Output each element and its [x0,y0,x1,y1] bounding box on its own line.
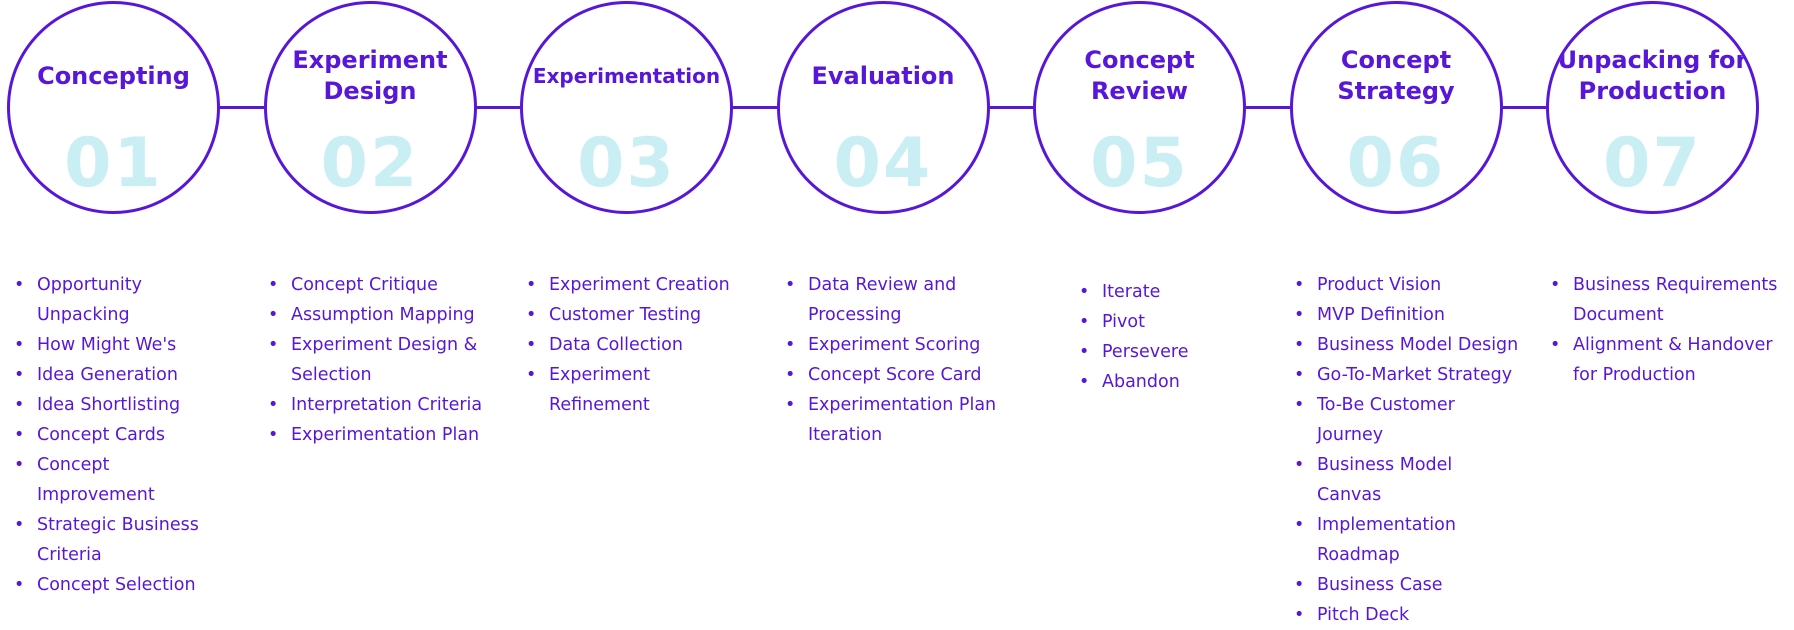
list-item: Concept Cards [14,420,229,450]
list-item: Customer Testing [526,300,741,330]
list-item: Persevere [1079,337,1294,367]
step-items-list: Business Requirements DocumentAlignment … [1550,270,1785,390]
step-items-list: Data Review and ProcessingExperiment Sco… [785,270,1000,450]
connector-line [986,106,1033,109]
list-item: Assumption Mapping [268,300,483,330]
step-number: 05 [1090,124,1189,203]
list-item: Alignment & Handover for Production [1550,330,1785,390]
step-number: 07 [1603,124,1702,203]
list-item: Business Model Canvas [1294,450,1519,510]
step-circle: Concept Review 05 [1033,1,1246,214]
step-circle: Unpacking for Production 07 [1546,1,1759,214]
list-item: Concept Selection [14,570,229,600]
connector-line [217,106,264,109]
step-number: 01 [64,124,163,203]
step-items-list: Opportunity UnpackingHow Might We'sIdea … [14,270,229,600]
connector-line [1499,106,1546,109]
list-item: Implementation Roadmap [1294,510,1519,570]
list-item: Concept Improvement [14,450,229,510]
connector-line [1243,106,1290,109]
step-title: Concepting [37,61,190,90]
list-item: Experiment Refinement [526,360,741,420]
list-item: Opportunity Unpacking [14,270,229,330]
list-item: Idea Shortlisting [14,390,229,420]
list-item: Pitch Deck [1294,600,1519,630]
step-items-list: Product VisionMVP DefinitionBusiness Mod… [1294,270,1519,630]
step-circle: Evaluation 04 [776,1,990,214]
list-item: Strategic Business Criteria [14,510,229,570]
list-item: Experiment Creation [526,270,741,300]
list-item: Data Review and Processing [785,270,1000,330]
list-item: Experiment Design & Selection [268,330,483,390]
step-items-list: Experiment CreationCustomer TestingData … [526,270,741,420]
list-item: Experiment Scoring [785,330,1000,360]
list-item: Concept Critique [268,270,483,300]
step-number: 03 [577,124,676,203]
step-number: 02 [320,124,420,203]
step-circle: Concepting 01 [7,1,220,214]
list-item: Data Collection [526,330,741,360]
connector-line [473,106,520,109]
step-number: 04 [833,124,933,203]
step-title: Concept Strategy [1337,46,1455,105]
list-item: To-Be Customer Journey [1294,390,1519,450]
list-item: Business Model Design [1294,330,1519,360]
connector-line [730,106,777,109]
list-item: Experimentation Plan Iteration [785,390,1000,450]
step-circle: Concept Strategy 06 [1289,1,1503,214]
step-title: Unpacking for Production [1557,46,1748,105]
list-item: How Might We's [14,330,229,360]
list-item: Idea Generation [14,360,229,390]
step-items-list: Concept CritiqueAssumption MappingExperi… [268,270,483,450]
list-item: Business Case [1294,570,1519,600]
list-item: Product Vision [1294,270,1519,300]
step-title: Experiment Design [292,46,448,105]
step-items-list: IteratePivotPersevereAbandon [1079,277,1294,397]
list-item: Iterate [1079,277,1294,307]
step-circle: Experimentation 03 [520,1,733,214]
step-title: Experimentation [532,63,721,88]
list-item: Go-To-Market Strategy [1294,360,1519,390]
step-title: Evaluation [811,61,955,90]
step-circle: Experiment Design 02 [263,1,477,214]
list-item: Abandon [1079,367,1294,397]
list-item: MVP Definition [1294,300,1519,330]
step-number: 06 [1346,124,1446,203]
list-item: Experimentation Plan [268,420,483,450]
list-item: Concept Score Card [785,360,1000,390]
step-title: Concept Review [1084,46,1195,105]
list-item: Pivot [1079,307,1294,337]
list-item: Business Requirements Document [1550,270,1785,330]
list-item: Interpretation Criteria [268,390,483,420]
